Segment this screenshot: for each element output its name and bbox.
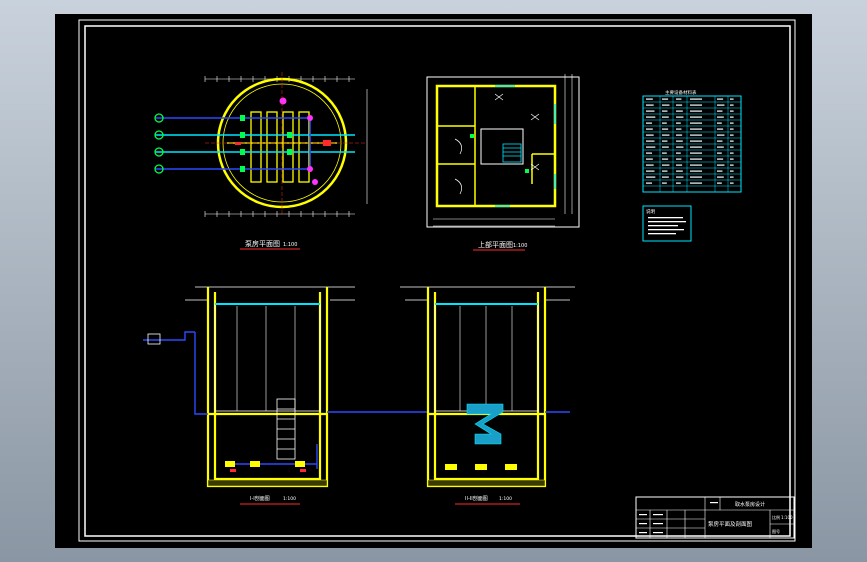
plan-circular-view: 泵房平面图 1:100 [154, 72, 368, 250]
plan-upper-scale: 1:100 [513, 243, 527, 249]
pump-marker [154, 130, 164, 140]
stair-core [480, 128, 524, 165]
title-block-scale-value: 1:100 [781, 515, 793, 520]
notes-title: 说明 [646, 208, 655, 215]
title-block-scale-label: 比例 [772, 514, 780, 520]
pump-marker [154, 164, 164, 174]
cad-drawing: 泵房平面图 1:100 [78, 19, 796, 542]
title-block: 取水泵房设计 泵房平面及剖面图 比例 1:100 图号 [635, 496, 795, 539]
section-left-scale: 1:100 [283, 496, 296, 502]
section-left-caption: I-I剖面图 [250, 495, 270, 502]
section-left-view: I-I剖面图 1:100 [143, 286, 427, 505]
equipment-table-title: 主要设备材料表 [665, 89, 697, 96]
plan-circular-caption: 泵房平面图 [245, 239, 280, 248]
section-right-scale: 1:100 [499, 496, 512, 502]
sheet-border-outer [78, 19, 796, 542]
plan-circular-scale: 1:100 [283, 242, 297, 248]
section-right-view: II-II剖面图 1:100 [400, 286, 575, 505]
notes-box: 说明 [642, 205, 692, 242]
plan-upper-view: 上部平面图 1:100 [426, 74, 580, 251]
stair-symbol [466, 403, 504, 445]
plan-upper-caption: 上部平面图 [478, 240, 513, 249]
title-block-drawing-name: 泵房平面及剖面图 [708, 520, 753, 528]
upper-outer-wall [435, 84, 557, 208]
pump-marker [154, 147, 164, 157]
title-block-sheet-label: 图号 [772, 528, 780, 534]
section-right-caption: II-II剖面图 [465, 495, 488, 502]
sheet-border-inner [84, 25, 791, 537]
pump-marker [154, 113, 164, 123]
title-block-project: 取水泵房设计 [735, 501, 765, 508]
cad-viewport[interactable]: 泵房平面图 1:100 [55, 14, 812, 548]
equipment-table: 主要设备材料表 [642, 89, 742, 193]
